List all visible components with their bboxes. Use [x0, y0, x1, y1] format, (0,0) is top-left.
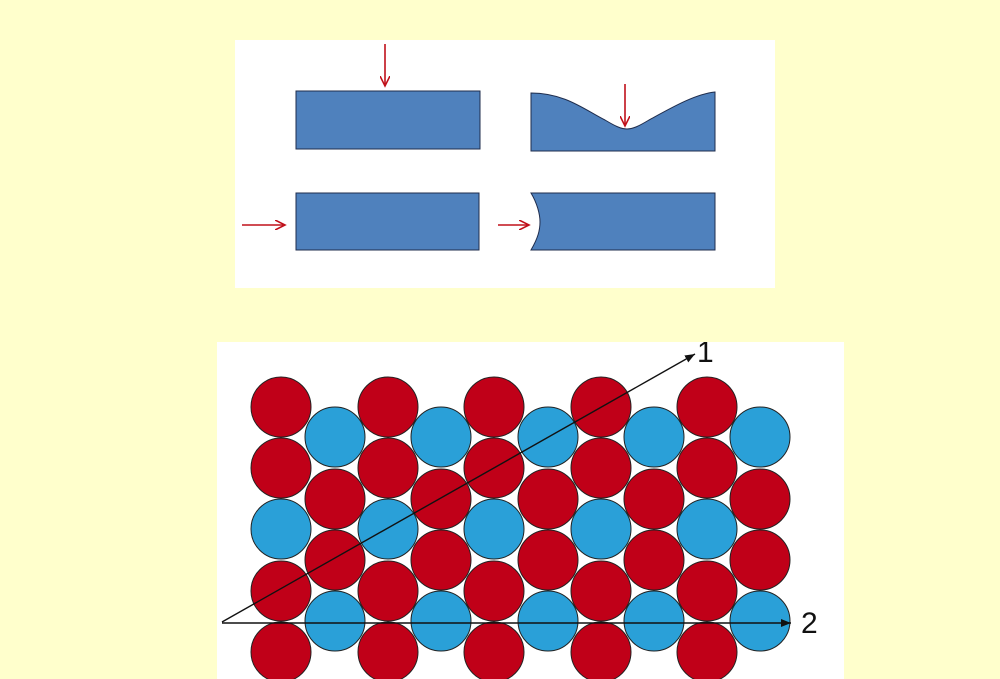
atom-red: [463, 560, 525, 622]
direction-1-line: [221, 353, 696, 623]
atom-red: [517, 468, 579, 530]
atom-red: [517, 529, 579, 591]
atom-blue: [410, 406, 472, 468]
deformation-panel: [235, 40, 775, 288]
lattice-diagram: 1 2: [221, 342, 818, 679]
atom-red: [570, 621, 632, 679]
atom-red: [570, 560, 632, 622]
atom-red: [463, 376, 525, 438]
atom-blue: [729, 590, 791, 652]
atom-red: [570, 437, 632, 499]
atom-red: [729, 529, 791, 591]
atom-red: [676, 437, 738, 499]
atom-red: [250, 376, 312, 438]
atom-blue: [517, 590, 579, 652]
atom-blue: [676, 498, 738, 560]
direction-1-label: 1: [697, 342, 714, 369]
atom-red: [676, 376, 738, 438]
atom-red: [250, 621, 312, 679]
atom-red: [357, 560, 419, 622]
atom-red: [729, 468, 791, 530]
atom-grid: [250, 376, 791, 679]
block-undeformed-horizontal-load: [295, 192, 480, 251]
atom-blue: [463, 498, 525, 560]
atom-red: [676, 560, 738, 622]
atom-blue: [357, 498, 419, 560]
atom-blue: [250, 498, 312, 560]
block-deformed-horizontal-load: [530, 192, 716, 251]
atom-red: [623, 529, 685, 591]
deformation-diagram: [242, 44, 716, 251]
atom-blue: [410, 590, 472, 652]
atom-red: [357, 376, 419, 438]
block-undeformed-vertical-load: [295, 90, 481, 150]
atom-blue: [729, 406, 791, 468]
atom-red: [410, 529, 472, 591]
block-deformed-vertical-load: [530, 91, 716, 152]
atom-red: [357, 437, 419, 499]
atom-red: [304, 529, 366, 591]
atom-red: [250, 560, 312, 622]
atom-red: [250, 437, 312, 499]
atom-red: [304, 468, 366, 530]
atom-blue: [570, 498, 632, 560]
atom-blue: [623, 406, 685, 468]
atom-red: [410, 468, 472, 530]
atom-red: [463, 621, 525, 679]
atom-blue: [304, 406, 366, 468]
lattice-panel: 1 2: [217, 342, 844, 679]
direction-2-label: 2: [801, 607, 818, 640]
atom-blue: [304, 590, 366, 652]
atom-blue: [623, 590, 685, 652]
atom-red: [357, 621, 419, 679]
atom-red: [676, 621, 738, 679]
atom-red: [623, 468, 685, 530]
